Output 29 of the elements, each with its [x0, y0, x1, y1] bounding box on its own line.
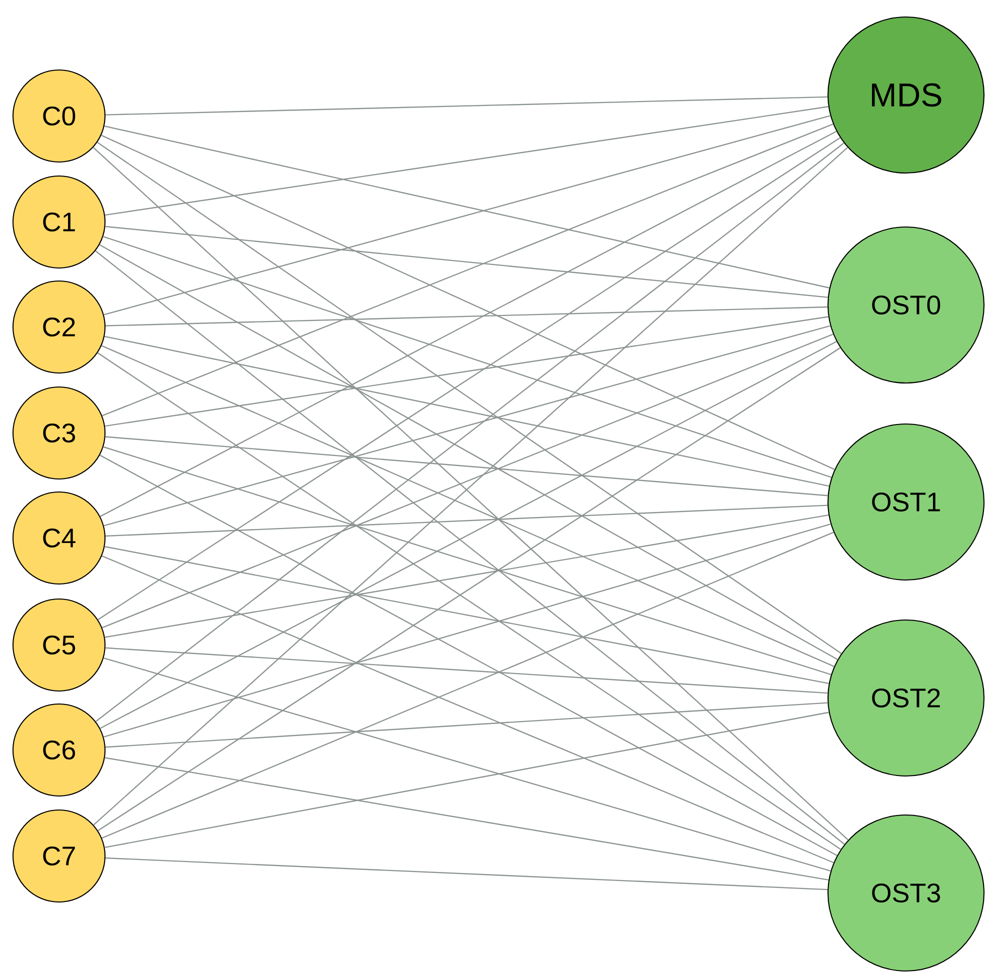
connector-line: [104, 523, 831, 738]
connector-line: [100, 340, 837, 729]
connector-line: [104, 712, 829, 848]
connector-line: [104, 106, 828, 216]
connector-line: [105, 857, 828, 890]
connector-line: [103, 446, 832, 676]
connector-line: [104, 316, 828, 427]
connector-line: [104, 336, 830, 487]
connector-line: [105, 226, 828, 298]
connector-line: [103, 236, 832, 478]
connector-line: [101, 345, 834, 668]
connector-line: [104, 325, 830, 526]
connector-line: [102, 334, 834, 628]
connector-line: [104, 657, 831, 872]
connector-line: [106, 306, 828, 326]
connector-line: [99, 244, 838, 660]
connector-line: [104, 546, 829, 684]
connector-line: [104, 126, 830, 288]
connector-line: [104, 514, 829, 638]
connector-line: [95, 250, 845, 845]
connector-line: [105, 436, 828, 496]
connector-line: [100, 454, 838, 856]
connector-line: [106, 96, 828, 116]
connector-line: [105, 702, 828, 748]
connector-line: [105, 504, 828, 537]
connector-line: [104, 757, 829, 880]
connector-line: [104, 115, 830, 316]
connector-line: [105, 647, 828, 694]
connector-line: [102, 124, 834, 416]
